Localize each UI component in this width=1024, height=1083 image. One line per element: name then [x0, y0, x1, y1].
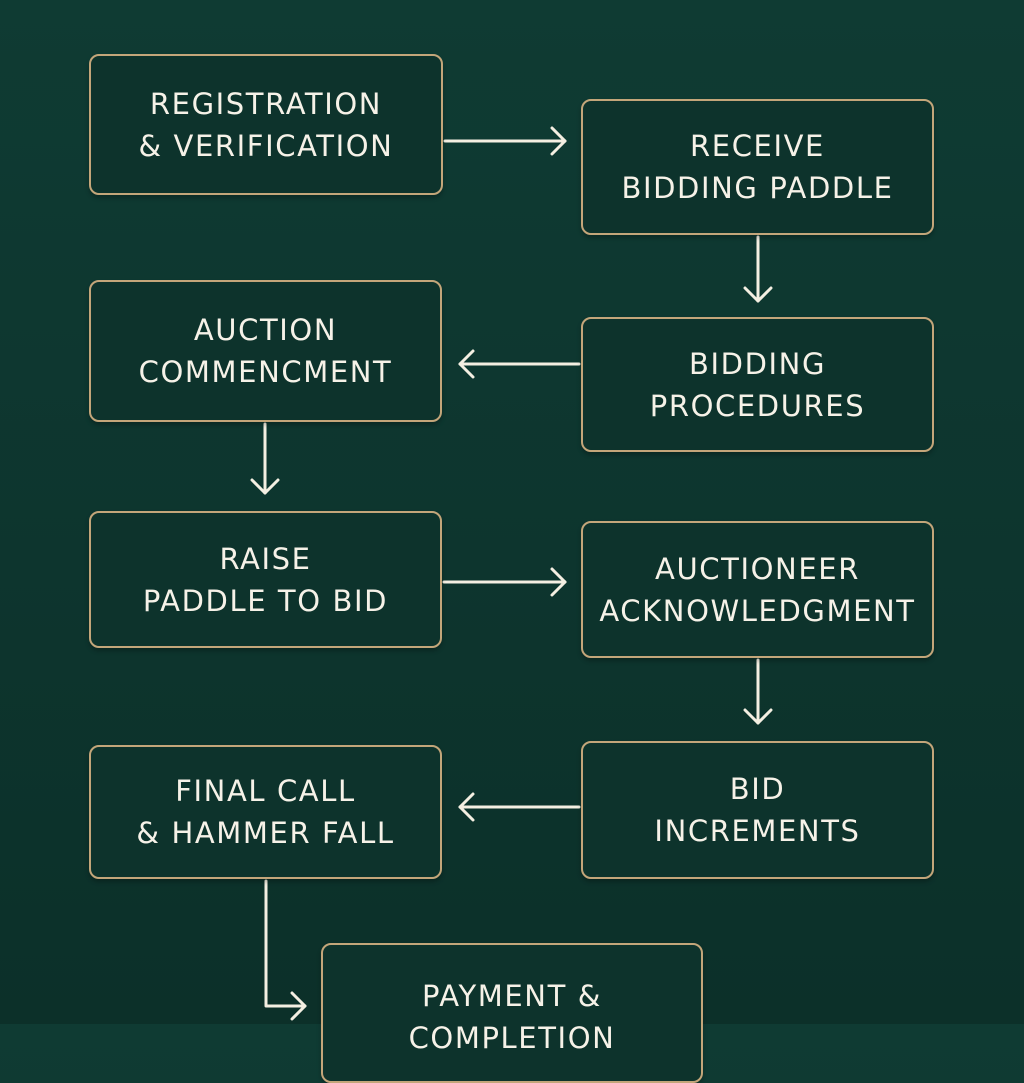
node-raise-paddle-to-bid: Raise Paddle to Bid — [89, 511, 442, 648]
arrow-bidding-procedures-to-auction-commencement — [458, 349, 581, 379]
node-label-line: Auction — [193, 313, 338, 347]
node-label-line: Acknowledgment — [599, 593, 916, 628]
node-bidding-procedures: Bidding Procedures — [581, 317, 934, 452]
node-auctioneer-acknowledgment: Auctioneer Acknowledgment — [581, 521, 934, 658]
node-bid-increments: Bid Increments — [581, 741, 934, 879]
node-label-line: & Hammer Fall — [136, 816, 395, 850]
arrow-registration-to-receive-paddle — [443, 126, 567, 156]
node-label-line: Procedures — [649, 388, 866, 423]
arrow-auctioneer-acknowledgment-to-bid-increments — [743, 658, 773, 725]
node-registration-verification: Registration & Verification — [89, 54, 443, 195]
node-auction-commencement: Auction Commencment — [89, 280, 442, 422]
node-payment-completion: Payment & Completion — [321, 943, 703, 1083]
node-receive-bidding-paddle: Receive Bidding Paddle — [581, 99, 934, 235]
node-label-line: Registration — [149, 86, 383, 121]
node-label-line: Commencment — [138, 355, 393, 389]
node-label-line: Bidding Paddle — [621, 171, 894, 205]
node-label-line: & Verification — [138, 128, 394, 163]
flowchart-canvas: Registration & Verification Receive Bidd… — [89, 54, 934, 1083]
node-label-line: Auctioneer — [655, 551, 860, 586]
node-label-line: Final Call — [175, 774, 356, 808]
node-final-call-hammer-fall: Final Call & Hammer Fall — [89, 745, 442, 879]
node-label-line: Payment & — [422, 979, 602, 1013]
node-label-line: Paddle to Bid — [142, 583, 389, 618]
node-label-line: Completion — [408, 1021, 616, 1055]
arrow-raise-paddle-to-auctioneer-acknowledgment — [442, 567, 567, 597]
arrow-auction-commencement-to-raise-paddle — [250, 422, 280, 495]
node-label-line: Bid — [729, 772, 786, 806]
arrow-bid-increments-to-final-call — [458, 792, 581, 822]
arrow-final-call-to-payment — [264, 879, 307, 1021]
node-label-line: Receive — [690, 129, 825, 163]
node-label-line: Bidding — [688, 346, 827, 381]
node-label-line: Increments — [654, 814, 861, 848]
node-label-line: Raise — [219, 541, 312, 576]
arrow-receive-paddle-to-bidding-procedures — [743, 235, 773, 303]
